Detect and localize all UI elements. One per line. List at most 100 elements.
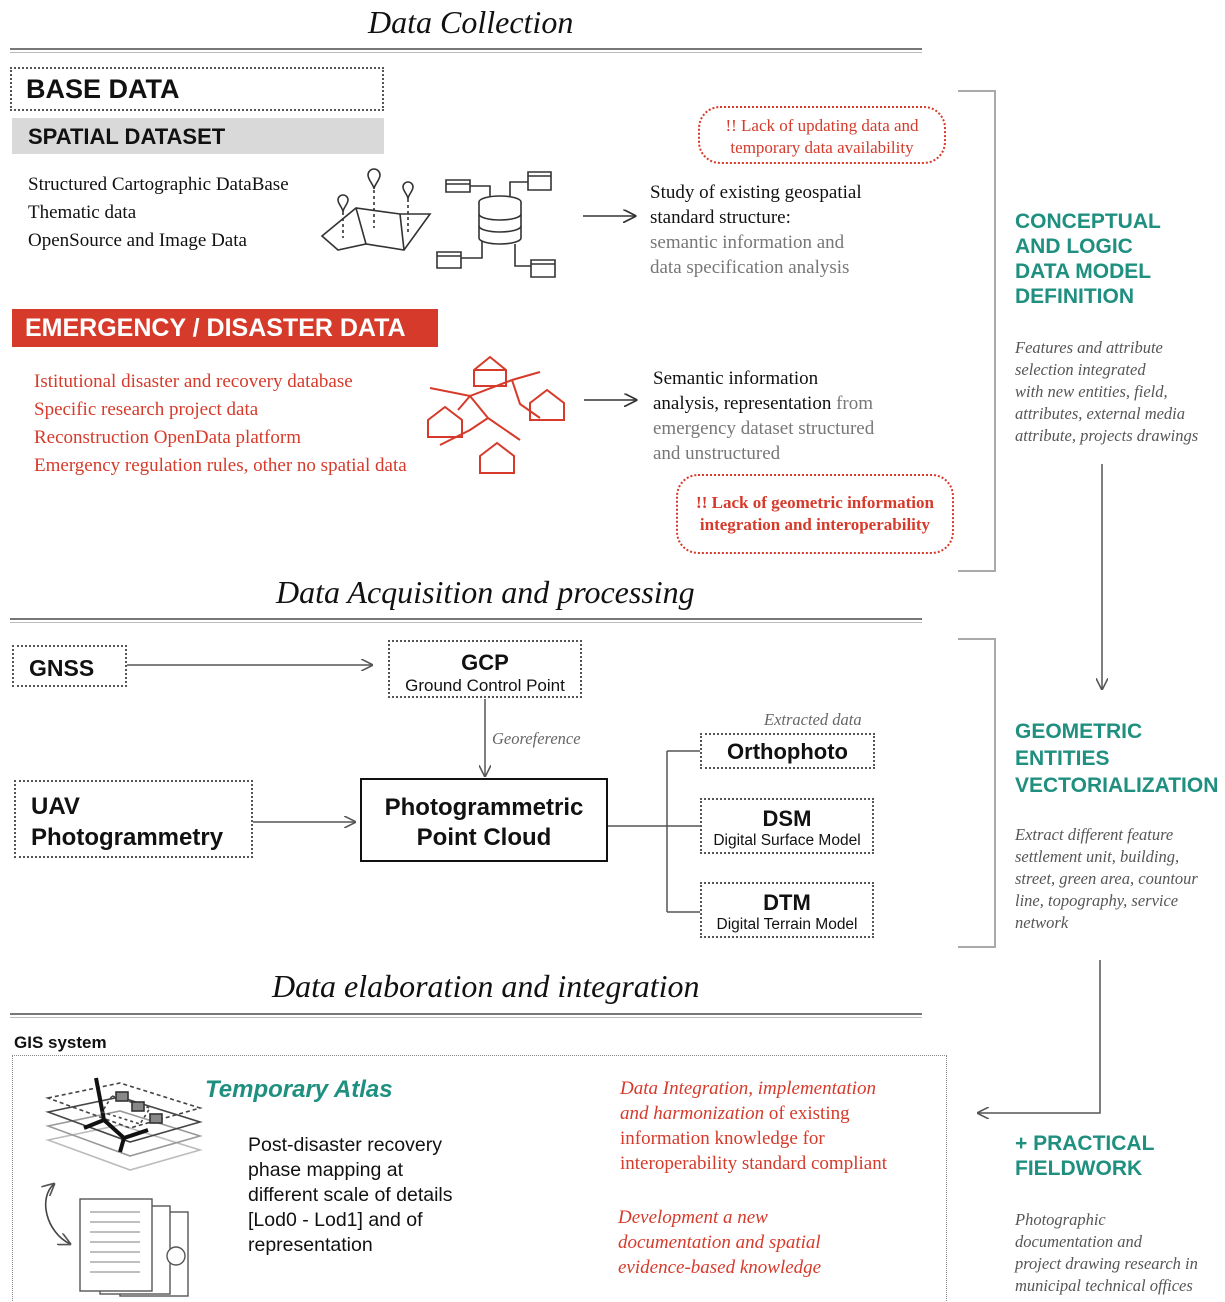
gcp-box: GCP Ground Control Point bbox=[388, 640, 582, 698]
gnss-box: GNSS bbox=[12, 645, 127, 687]
fieldwork-note: Photographic documentation and project d… bbox=[1015, 1209, 1198, 1297]
database-icon bbox=[436, 171, 556, 278]
gcp-title: GCP bbox=[461, 650, 509, 675]
conceptual-heading-3: DATA MODEL bbox=[1015, 260, 1152, 283]
geometric-heading-1: GEOMETRIC bbox=[1015, 720, 1143, 743]
study-line-1: Study of existing geospatial bbox=[650, 182, 862, 203]
semantic-line-3: emergency dataset structured bbox=[653, 418, 875, 439]
orthophoto-label: Orthophoto bbox=[727, 739, 848, 764]
rule-collection bbox=[10, 48, 922, 53]
uav-box: UAV Photogrammetry bbox=[14, 780, 253, 858]
documents-icon bbox=[79, 1198, 189, 1297]
base-data-title: BASE DATA bbox=[26, 74, 180, 104]
point-cloud-label: Photogrammetric Point Cloud bbox=[362, 793, 606, 853]
damaged-houses-icon bbox=[427, 355, 565, 474]
semantic-line-2a: analysis, representation bbox=[653, 393, 832, 414]
base-item-3: OpenSource and Image Data bbox=[28, 230, 247, 251]
temporary-atlas-title: Temporary Atlas bbox=[205, 1076, 393, 1103]
semantic-line-1: Semantic information bbox=[653, 368, 819, 389]
emergency-item-1: Istitutional disaster and recovery datab… bbox=[34, 371, 353, 392]
integration-line-2b: of existing bbox=[764, 1103, 850, 1124]
atlas-desc-1: Post-disaster recovery bbox=[248, 1134, 442, 1156]
development-text: Development a new documentation and spat… bbox=[618, 1205, 821, 1280]
emergency-banner: EMERGENCY / DISASTER DATA bbox=[12, 309, 438, 347]
development-line-2: documentation and spatial bbox=[618, 1232, 821, 1253]
section-title-elaboration: Data elaboration and integration bbox=[272, 968, 700, 1004]
geometric-note-5: network bbox=[1015, 913, 1069, 932]
fieldwork-heading-1: + PRACTICAL bbox=[1015, 1132, 1155, 1155]
section-title-collection: Data Collection bbox=[368, 4, 574, 40]
development-line-3: evidence-based knowledge bbox=[618, 1257, 822, 1278]
conceptual-heading-2: AND LOGIC bbox=[1015, 235, 1133, 258]
fieldwork-note-1: Photographic bbox=[1015, 1210, 1106, 1229]
spatial-dataset-banner: SPATIAL DATASET bbox=[12, 118, 384, 154]
point-cloud-box: Photogrammetric Point Cloud bbox=[360, 778, 608, 862]
point-cloud-line-1: Photogrammetric bbox=[384, 794, 584, 821]
gis-layers-icon bbox=[46, 1077, 203, 1244]
dtm-title: DTM bbox=[763, 890, 811, 915]
conceptual-note-2: selection integrated bbox=[1015, 360, 1146, 379]
warning-updating-data: !! Lack of updating data and temporary d… bbox=[698, 106, 946, 164]
gis-system-label: GIS system bbox=[14, 1033, 107, 1052]
georeference-label: Georeference bbox=[492, 729, 581, 748]
semantic-text: Semantic information analysis, represent… bbox=[653, 366, 874, 466]
atlas-desc-3: different scale of details bbox=[248, 1184, 453, 1206]
geometric-note-2: settlement unit, building, bbox=[1015, 847, 1180, 866]
warning-2-line-1: !! Lack of geometric information bbox=[696, 493, 934, 512]
base-data-box: BASE DATA bbox=[10, 67, 384, 111]
bracket-collection bbox=[958, 90, 996, 572]
conceptual-note-3: with new entities, field, bbox=[1015, 382, 1168, 401]
integration-line-2a: and harmonization bbox=[620, 1103, 765, 1124]
gnss-label: GNSS bbox=[29, 655, 95, 681]
integration-line-1: Data Integration, implementation bbox=[620, 1078, 876, 1099]
extracted-data-label: Extracted data bbox=[764, 710, 862, 729]
conceptual-note-4: attributes, external media bbox=[1015, 404, 1186, 423]
semantic-line-2b: from bbox=[831, 393, 874, 414]
geometric-note-3: street, green area, countour bbox=[1015, 869, 1198, 888]
fieldwork-note-4: municipal technical offices bbox=[1015, 1276, 1193, 1295]
point-cloud-line-2: Point Cloud bbox=[416, 824, 552, 851]
atlas-description: Post-disaster recovery phase mapping at … bbox=[248, 1133, 453, 1258]
uav-line-1: UAV bbox=[31, 793, 80, 820]
geometric-heading-2: ENTITIES bbox=[1015, 747, 1110, 770]
uav-label: UAV Photogrammetry bbox=[31, 791, 223, 853]
warning-1-line-2: temporary data availability bbox=[730, 138, 914, 157]
study-line-4: data specification analysis bbox=[650, 257, 850, 278]
conceptual-heading-1: CONCEPTUAL bbox=[1015, 210, 1161, 233]
bracket-acquisition bbox=[958, 638, 996, 948]
base-item-2: Thematic data bbox=[28, 202, 137, 223]
geometric-heading-3: VECTORIALIZATION bbox=[1015, 774, 1219, 797]
uav-line-2: Photogrammetry bbox=[31, 824, 224, 851]
conceptual-heading-4: DEFINITION bbox=[1015, 285, 1134, 308]
rule-acquisition bbox=[10, 618, 922, 623]
semantic-line-4: and unstructured bbox=[653, 443, 781, 464]
study-line-3: semantic information and bbox=[650, 232, 845, 253]
geometric-heading: GEOMETRIC ENTITIES VECTORIALIZATION bbox=[1015, 718, 1218, 799]
warning-2-line-2: integration and interoperability bbox=[699, 515, 931, 534]
fieldwork-note-3: project drawing research in bbox=[1015, 1254, 1198, 1273]
gcp-subtitle: Ground Control Point bbox=[405, 676, 565, 695]
map-pins-icon bbox=[320, 168, 432, 251]
conceptual-note-5: attribute, projects drawings bbox=[1015, 426, 1199, 445]
connector-extracted-data bbox=[608, 750, 700, 913]
integration-text: Data Integration, implementation and har… bbox=[620, 1076, 887, 1176]
dsm-title: DSM bbox=[762, 806, 812, 831]
gis-system-box bbox=[12, 1055, 947, 1302]
geometric-note-1: Extract different feature bbox=[1015, 825, 1174, 844]
study-line-2: standard structure: bbox=[650, 207, 791, 228]
spatial-dataset-title: SPATIAL DATASET bbox=[28, 124, 226, 149]
atlas-desc-2: phase mapping at bbox=[248, 1159, 404, 1181]
section-title-acquisition: Data Acquisition and processing bbox=[276, 574, 695, 610]
emergency-title: EMERGENCY / DISASTER DATA bbox=[25, 314, 406, 342]
dtm-box: DTM Digital Terrain Model bbox=[700, 882, 874, 938]
rule-elaboration bbox=[10, 1013, 922, 1018]
fieldwork-note-2: documentation and bbox=[1015, 1232, 1142, 1251]
arrow-geometric-gis bbox=[978, 960, 1101, 1113]
conceptual-heading: CONCEPTUAL AND LOGIC DATA MODEL DEFINITI… bbox=[1015, 209, 1161, 309]
geometric-note-4: line, topography, service bbox=[1015, 891, 1179, 910]
emergency-item-3: Reconstruction OpenData platform bbox=[34, 427, 301, 448]
development-line-1: Development a new bbox=[618, 1207, 768, 1228]
fieldwork-heading-2: FIELDWORK bbox=[1015, 1157, 1143, 1180]
